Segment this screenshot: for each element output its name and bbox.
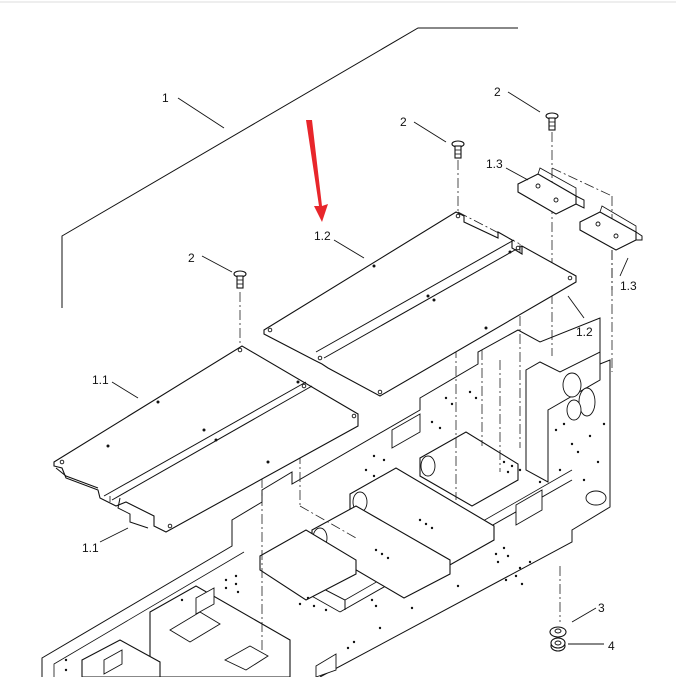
callout-4: 4 [608, 639, 615, 653]
callout-2-right: 2 [494, 85, 501, 99]
nut-4 [550, 637, 566, 652]
screw-2-a [233, 270, 247, 289]
callout-1-2-lower: 1.2 [576, 325, 593, 339]
callout-labels: 1 1.1 1.1 1.2 1.2 1.3 1.3 2 2 2 3 4 [82, 85, 637, 653]
frame-holes [64, 390, 606, 672]
callout-1-1-lower: 1.1 [82, 541, 99, 555]
callout-1-3-right: 1.3 [620, 279, 637, 293]
leader-1 [177, 97, 225, 129]
callout-1-1-upper: 1.1 [92, 373, 109, 387]
panel-1-2 [263, 211, 577, 397]
base-frame [41, 317, 611, 677]
leader-lines [99, 91, 629, 645]
screw-2-c [545, 112, 559, 131]
callout-2-left: 2 [188, 251, 195, 265]
callout-1-3-left: 1.3 [486, 157, 503, 171]
callout-1: 1 [162, 91, 169, 105]
assembly-bracket-1 [61, 27, 518, 308]
bracket-1-3-b [579, 205, 643, 251]
washer-3 [549, 626, 567, 638]
red-indicator-arrow [306, 120, 328, 222]
panel-1-1 [53, 345, 359, 533]
screw-2-b [451, 140, 465, 159]
callout-3: 3 [598, 601, 605, 615]
callout-1-2-upper: 1.2 [314, 229, 331, 243]
bracket-1-3-a [517, 167, 585, 215]
callout-2-middle: 2 [400, 115, 407, 129]
